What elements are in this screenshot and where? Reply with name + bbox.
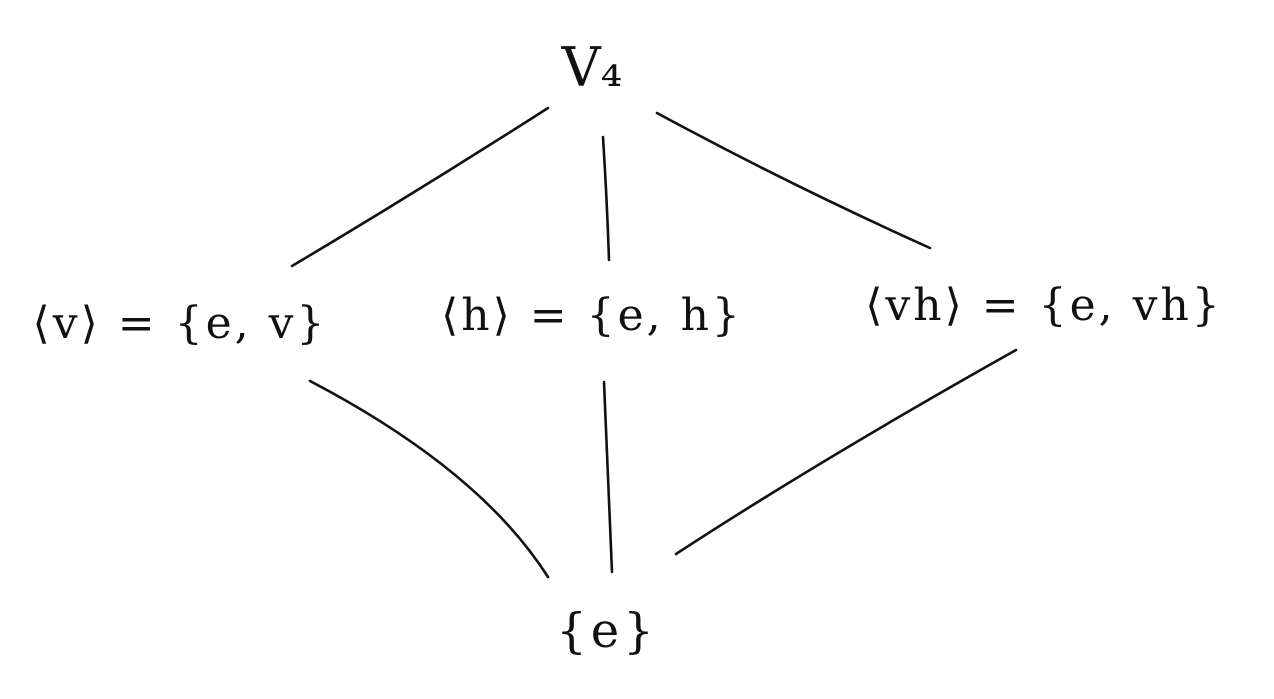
node-middle-label: ⟨h⟩ = {e, h}	[441, 290, 743, 341]
node-left-label: ⟨v⟩ = {e, v}	[33, 298, 328, 349]
edge-top-left	[290, 106, 550, 268]
node-top-label: V₄	[561, 36, 623, 99]
node-right-label: ⟨vh⟩ = {e, vh}	[865, 280, 1223, 331]
edge-left-bottom	[308, 379, 550, 579]
edge-top-middle	[601, 135, 611, 262]
edge-middle-bottom	[602, 380, 614, 574]
edge-right-bottom	[674, 348, 1018, 556]
edge-top-right	[655, 111, 932, 250]
node-bottom-label: {e}	[556, 603, 657, 659]
